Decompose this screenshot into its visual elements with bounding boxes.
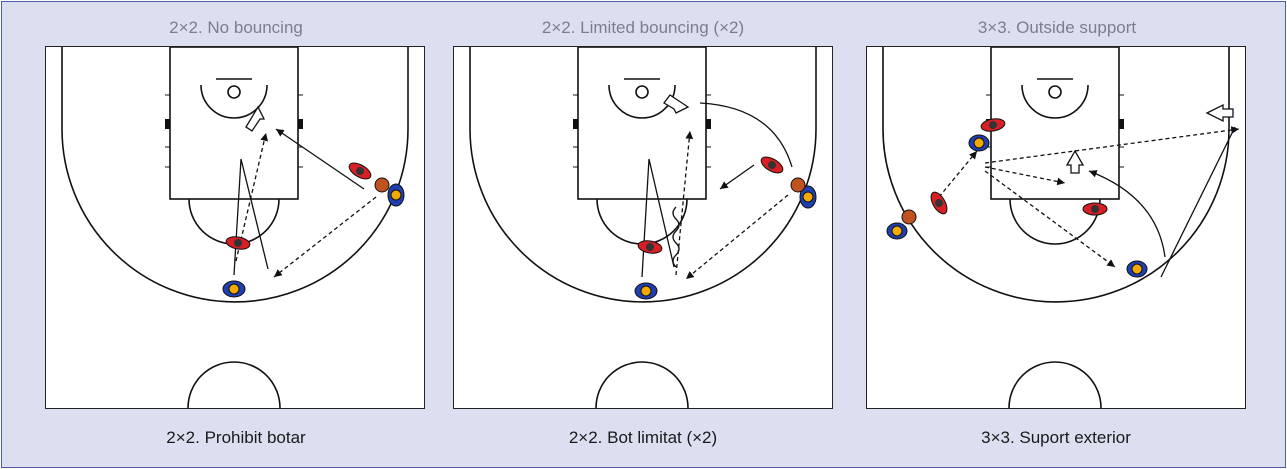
court-diagram-1 (61, 47, 409, 408)
defender-player (1126, 260, 1148, 278)
panel-1-title: 2×2. No bouncing (169, 18, 303, 37)
cut-line (719, 164, 755, 190)
panel-3-caption: 3×3. Suport exterior (981, 428, 1131, 447)
paint-key (169, 47, 299, 200)
pass-line (685, 194, 789, 280)
cut-line (1160, 126, 1236, 278)
hoop (635, 85, 649, 99)
cut-line (1088, 170, 1166, 258)
dribble-line (672, 206, 680, 268)
open-arrow (1205, 103, 1234, 123)
three-point-line (882, 47, 1230, 303)
paint-key (577, 47, 707, 200)
ball (901, 209, 917, 225)
lane-marks (573, 94, 711, 168)
ball (790, 177, 806, 193)
cut-line (641, 158, 675, 278)
attacker-player (980, 118, 1006, 132)
defender-player (799, 185, 817, 209)
center-circle (595, 361, 689, 408)
pass-line (938, 150, 978, 198)
defender-player (886, 222, 908, 240)
hoop (1048, 85, 1062, 99)
restricted-arc (200, 84, 268, 119)
panel-3-title: 3×3. Outside support (977, 18, 1137, 37)
attacker-player (1082, 202, 1108, 216)
attacker-player (225, 236, 251, 250)
attacker-player (930, 191, 948, 215)
lane-marks (165, 94, 303, 168)
defender-player (634, 282, 658, 300)
panel-2-title: 2×2. Limited bouncing (×2) (541, 18, 745, 37)
court-diagram-2 (469, 47, 817, 408)
open-arrow (663, 94, 690, 114)
attacker-player (348, 162, 372, 180)
three-point-line (469, 47, 817, 303)
panel-1-caption: 2×2. Prohibit botar (166, 428, 306, 447)
free-throw-arc (1009, 198, 1101, 245)
court-panel-3 (866, 46, 1246, 409)
pass-line (984, 126, 1240, 164)
screen-curve (699, 102, 793, 168)
pass-line (984, 170, 1116, 268)
center-circle (1008, 361, 1102, 408)
panel-2-caption: 2×2. Bot limitat (×2) (568, 428, 718, 447)
cut-line (275, 128, 365, 190)
court-panel-1 (45, 46, 425, 409)
center-circle (187, 361, 281, 408)
court-diagram-3 (882, 47, 1240, 408)
restricted-arc (1021, 84, 1089, 119)
attacker-player (637, 240, 663, 254)
defender-player (222, 280, 246, 298)
attacker-player (760, 156, 784, 174)
court-panel-2 (453, 46, 833, 409)
defender-player (968, 134, 990, 152)
open-arrow (1065, 149, 1085, 174)
cut-line (233, 158, 269, 276)
pass-line (273, 196, 377, 278)
open-arrow (245, 105, 266, 132)
ball (374, 177, 390, 193)
defender-player (387, 183, 405, 207)
hoop (227, 85, 241, 99)
lane-marks (986, 94, 1124, 168)
